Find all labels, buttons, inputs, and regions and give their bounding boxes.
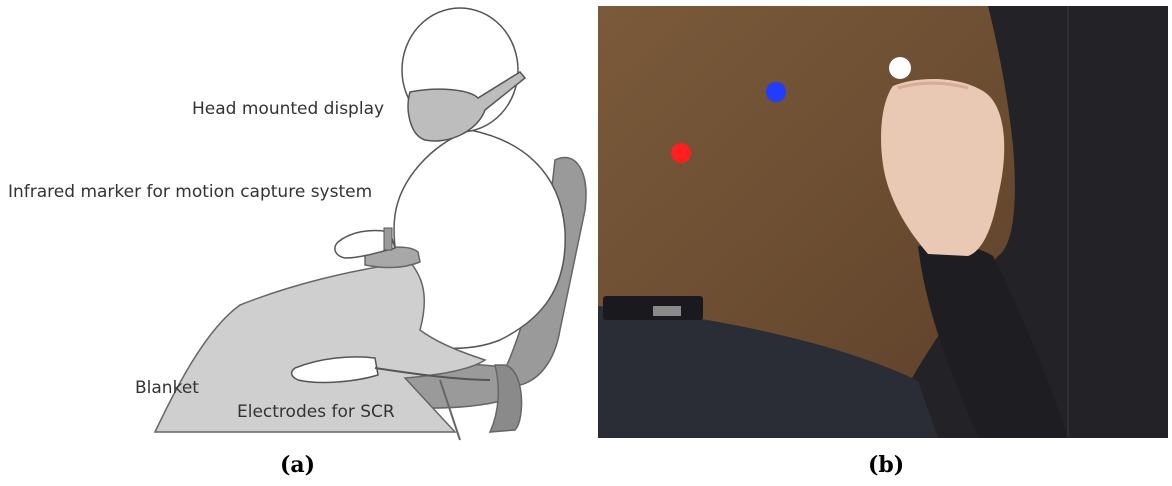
label-infrared-marker: Infrared marker for motion capture syste… xyxy=(8,182,372,202)
red-dot xyxy=(671,143,691,163)
photo-scene xyxy=(598,6,1168,438)
label-electrodes: Electrodes for SCR xyxy=(237,402,395,422)
seated-person-drawing xyxy=(0,0,600,445)
label-blanket: Blanket xyxy=(135,378,199,398)
marker-band xyxy=(384,228,392,250)
white-dot xyxy=(889,57,911,79)
caption-a: (a) xyxy=(280,452,315,478)
photo-panel-b xyxy=(598,6,1168,438)
illustration-panel-a: Head mounted display Infrared marker for… xyxy=(0,0,600,445)
label-head-mounted-display: Head mounted display xyxy=(192,99,384,119)
blue-dot xyxy=(766,82,786,102)
belt-buckle xyxy=(653,306,681,316)
caption-b: (b) xyxy=(868,452,904,478)
